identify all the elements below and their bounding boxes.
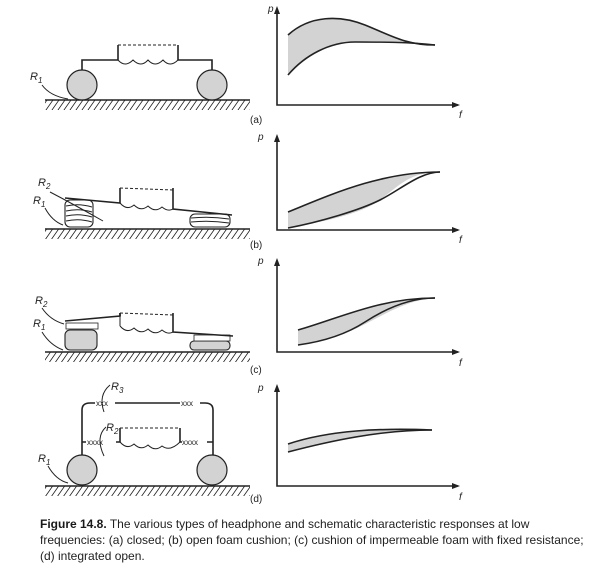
figure-number: Figure 14.8. <box>40 517 107 531</box>
resistance-label: R1 <box>30 71 42 85</box>
ground-hatch <box>45 100 250 110</box>
diagram-d-integrated-open: xxx xxx xxxx xxxx R3 R2 R1 <box>38 381 250 496</box>
resistance-label: R2 <box>106 422 119 436</box>
response-graph-a: p f <box>267 4 463 121</box>
y-axis-label: p <box>267 4 274 15</box>
diagram-a-closed: R1 <box>30 44 250 110</box>
foam-cushion-right <box>189 213 231 228</box>
y-axis-label: p <box>257 383 264 394</box>
resistance-label: R1 <box>33 318 45 332</box>
panel-tag: (d) <box>250 494 262 505</box>
impermeable-cushion-left <box>64 329 98 351</box>
arrow <box>41 84 69 100</box>
foam-marks: xxxx <box>87 438 103 447</box>
x-axis-label: f <box>459 235 463 246</box>
cushion-right <box>196 69 228 101</box>
x-axis-label: f <box>459 358 463 369</box>
panel-tag: (a) <box>250 115 262 126</box>
response-graph-d: p f <box>257 383 463 503</box>
resistance-label: R1 <box>38 453 50 467</box>
panel-tag: (c) <box>250 365 262 376</box>
foam-marks: xxxx <box>182 438 198 447</box>
caption-text: The various types of headphone and schem… <box>40 517 584 563</box>
axes <box>276 12 458 106</box>
resistance-label: R3 <box>111 381 124 395</box>
foam-marks: xxx <box>181 399 193 408</box>
response-band <box>288 18 435 75</box>
resistance-label: R2 <box>35 295 48 309</box>
panel-tag: (b) <box>250 240 262 251</box>
response-graph-c: p f <box>257 256 463 369</box>
x-axis-label: f <box>459 492 463 503</box>
cushion-left <box>66 69 98 101</box>
x-axis-label: f <box>459 110 463 121</box>
outer-shell <box>81 402 214 455</box>
diagram-c-impermeable-foam: R2 R1 <box>33 295 250 362</box>
y-axis-label: p <box>257 256 264 267</box>
diagram-b-open-foam: R2 R1 <box>33 177 250 239</box>
resistance-strip <box>65 322 99 330</box>
figure-caption: Figure 14.8. The various types of headph… <box>40 516 596 564</box>
transducer-box <box>117 45 179 60</box>
response-graph-b: p f <box>257 132 463 246</box>
resistance-label: R1 <box>33 195 45 209</box>
y-axis-label: p <box>257 132 264 143</box>
resistance-label: R2 <box>38 177 51 191</box>
headphone-shell <box>81 59 213 70</box>
diaphragm <box>117 59 179 65</box>
